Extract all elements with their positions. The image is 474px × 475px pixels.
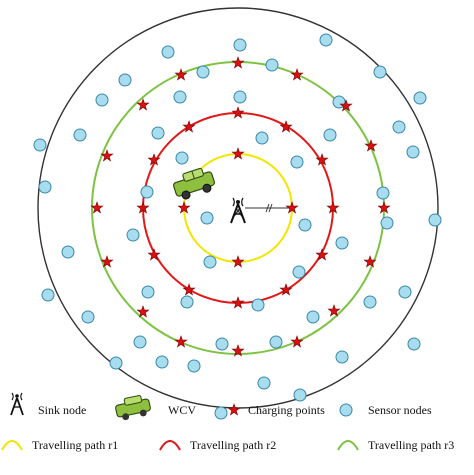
sensor-node-icon — [373, 65, 387, 79]
charging-point-star-icon — [231, 106, 245, 119]
radius-marker — [245, 203, 293, 213]
sensor-node-icon — [363, 295, 377, 309]
sensor-node-icon — [265, 58, 279, 72]
charging-point-star-icon — [182, 283, 196, 296]
legend-wcv-icon — [115, 395, 151, 421]
legend-charging-label: Charging points — [248, 403, 325, 417]
charging-point-star-icon — [363, 255, 377, 268]
legend-sensor-label: Sensor nodes — [368, 403, 432, 417]
legend-path-r2-icon — [159, 440, 181, 451]
sensor-node-icon — [319, 33, 333, 47]
legend-path-r2-label: Travelling path r2 — [190, 438, 276, 452]
sensor-node-icon — [257, 376, 271, 390]
legend-wcv-label: WCV — [168, 403, 196, 417]
sensor-node-icon — [407, 337, 421, 351]
sensor-node-icon — [41, 288, 55, 302]
sensor-node-icon — [406, 145, 420, 159]
sensor-node-icon — [293, 388, 307, 402]
sensor-node-icon — [118, 73, 132, 87]
sensor-node-icon — [73, 128, 87, 142]
sensor-node-icon — [200, 211, 214, 225]
sensor-node-icon — [398, 285, 412, 299]
sensor-node-icon — [215, 337, 229, 351]
charging-point-star-icon — [231, 147, 245, 160]
sensor-node-icon — [109, 356, 123, 370]
sensor-node-icon — [187, 359, 201, 373]
charging-point-star-icon — [231, 56, 245, 69]
charging-point-star-icon — [231, 296, 245, 309]
sensor-node-icon — [292, 265, 306, 279]
legend-sensor-icon — [339, 403, 353, 417]
sensor-node-icon — [38, 180, 52, 194]
sensor-node-icon — [141, 285, 155, 299]
legend-star-icon — [227, 403, 241, 416]
sensor-node-icon — [335, 236, 349, 250]
legend-sink-icon — [10, 392, 24, 416]
charging-point-star-icon — [279, 120, 293, 133]
sensor-node-icon — [335, 350, 349, 364]
sensor-node-icon — [61, 245, 75, 259]
legend-path-r3-label: Travelling path r3 — [368, 438, 454, 452]
sensor-node-icon — [203, 255, 217, 269]
sensor-node-icon — [155, 355, 169, 369]
legend-path-r1-icon — [1, 440, 23, 451]
charging-point-star-icon — [231, 255, 245, 268]
wcv-vehicle-icon — [172, 167, 216, 200]
sensor-node-icon — [392, 120, 406, 134]
sensor-node-icon — [428, 213, 442, 227]
sensor-node-icon — [196, 65, 210, 79]
sensor-node-icon — [173, 90, 187, 104]
sensor-node-icon — [175, 151, 189, 165]
legend-path-r1-label: Travelling path r1 — [32, 438, 118, 452]
sensor-node-icon — [33, 138, 47, 152]
sensor-node-icon — [323, 128, 337, 142]
charging-point-star-icon — [174, 335, 188, 348]
sensor-node-icon — [413, 91, 427, 105]
charging-point-star-icon — [290, 68, 304, 81]
sensor-node-icon — [306, 310, 320, 324]
sensor-node-icon — [233, 38, 247, 52]
sensor-node-icon — [298, 218, 312, 232]
legend: Sink node WCV Charging points Sensor nod… — [1, 392, 454, 452]
sensor-node-icon — [255, 131, 269, 145]
sensor-node-icon — [269, 335, 283, 349]
sensor-node-icon — [95, 93, 109, 107]
sensor-node-icon — [251, 298, 265, 312]
sensor-node-icon — [380, 216, 394, 230]
sensor-node-icon — [180, 295, 194, 309]
charging-point-star-icon — [174, 68, 188, 81]
sink-node-icon — [230, 197, 246, 224]
sensor-node-icon — [140, 185, 154, 199]
sensor-node-icon — [290, 155, 304, 169]
sensor-node-icon — [133, 335, 147, 349]
sensor-node-icon — [161, 45, 175, 59]
sensor-nodes — [33, 33, 442, 420]
sensor-node-icon — [151, 126, 165, 140]
sensor-node-icon — [126, 228, 140, 242]
sensor-node-icon — [233, 90, 247, 104]
sensor-node-icon — [214, 406, 228, 420]
sensor-node-icon — [81, 310, 95, 324]
sensor-node-icon — [376, 186, 390, 200]
legend-path-r3-icon — [337, 440, 359, 451]
charging-point-star-icon — [290, 335, 304, 348]
legend-sink-label: Sink node — [38, 403, 86, 417]
